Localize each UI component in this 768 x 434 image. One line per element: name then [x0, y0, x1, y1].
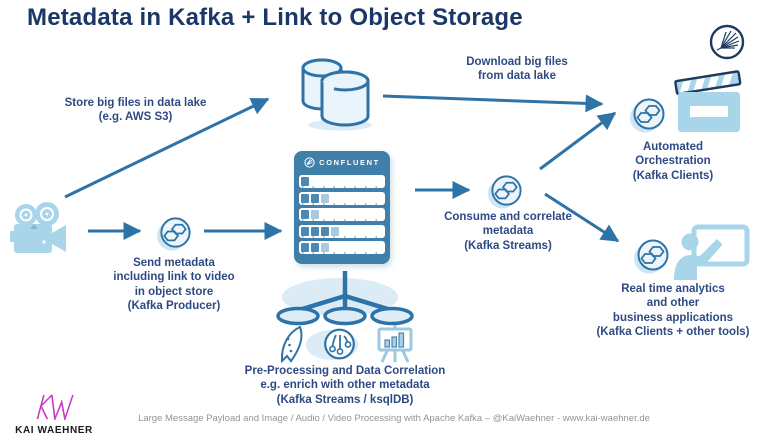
kafka-topic-row: [299, 191, 385, 205]
page-title: Metadata in Kafka + Link to Object Stora…: [27, 4, 523, 31]
footer-caption: Large Message Payload and Image / Audio …: [138, 413, 650, 424]
brand-name-label: KAI WAEHNER: [15, 425, 93, 434]
confluent-brand-label: CONFLUENT: [319, 158, 380, 167]
message-square-partial: [321, 193, 329, 203]
message-square: [311, 242, 319, 252]
kafka-link-icon: [487, 173, 524, 210]
ksql-pendulum-icon: [322, 327, 357, 362]
store-big-files-label: Store big files in data lake (e.g. AWS S…: [64, 97, 207, 124]
kafka-topic-row: [299, 240, 385, 254]
message-square: [301, 226, 309, 236]
real-time-analytics-label: Real time analytics and other business a…: [596, 283, 750, 338]
kafka-topic-row: [299, 224, 385, 238]
presenter-screen-icon: [670, 224, 750, 280]
message-square: [311, 193, 319, 203]
kafka-link-icon: [633, 237, 671, 275]
rocket-icon: [277, 325, 307, 365]
kafka-topic-row: [299, 175, 385, 189]
message-square-partial: [331, 226, 339, 236]
confluent-header: CONFLUENT: [299, 153, 385, 172]
message-square: [301, 242, 309, 252]
send-metadata-label: Send metadata including link to video in…: [113, 257, 235, 312]
message-square: [301, 210, 309, 220]
confluent-logo-icon: [304, 157, 315, 168]
chart-easel-icon: [375, 324, 415, 364]
message-square: [301, 193, 309, 203]
confluent-burst-icon: [708, 23, 746, 61]
kafka-topic-rows: [299, 175, 385, 254]
preprocessing-label: Pre-Processing and Data Correlation e.g.…: [244, 365, 446, 406]
confluent-cluster-panel: CONFLUENT: [294, 151, 390, 264]
message-square-partial: [321, 242, 329, 252]
message-square: [321, 226, 329, 236]
consume-metadata-label: Consume and correlate metadata (Kafka St…: [444, 211, 572, 252]
message-square-partial: [311, 210, 319, 220]
video-camera-icon: [8, 202, 68, 260]
kafka-topic-row: [299, 208, 385, 222]
clapperboard-icon: [670, 66, 748, 138]
kai-waehner-brand: KAI WAEHNER: [4, 394, 104, 434]
message-square: [301, 177, 309, 187]
kafka-link-icon: [629, 96, 667, 134]
kafka-link-icon: [156, 215, 193, 252]
download-big-files-label: Download big files from data lake: [466, 56, 568, 83]
database-cylinders-icon: [296, 54, 380, 132]
automated-orchestration-label: Automated Orchestration (Kafka Clients): [632, 141, 714, 182]
message-square: [311, 226, 319, 236]
kw-logo-icon: [36, 394, 74, 423]
